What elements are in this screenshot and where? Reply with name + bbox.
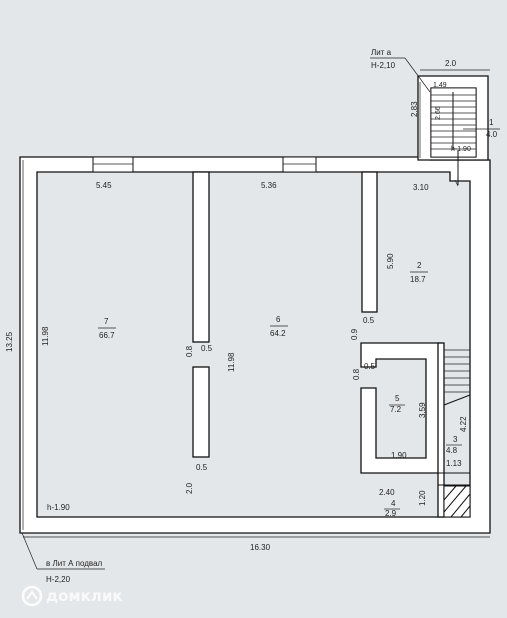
window-top-left — [92, 156, 134, 173]
room6-number: 6 — [276, 315, 281, 324]
room4-width: 2.40 — [379, 488, 395, 497]
watermark: домклик — [21, 585, 123, 607]
room5-number: 5 — [395, 394, 400, 403]
room5-area: 7.2 — [390, 405, 402, 414]
lit-a-top-label: Лит а — [371, 48, 392, 57]
dim-left-bottom-label: 2.0 — [185, 482, 194, 494]
window-top-mid — [282, 156, 317, 173]
partition-right-upper — [361, 171, 378, 313]
room4-area: 2.9 — [385, 509, 397, 518]
room5-height: 3.59 — [418, 402, 427, 418]
pier-right-end-label: 0.5 — [363, 316, 375, 325]
level-top-label: Н-2,10 — [371, 61, 396, 70]
room7-number: 7 — [104, 317, 109, 326]
dim-top-right: 3.10 — [413, 183, 429, 192]
room1-area: 4.0 — [486, 130, 498, 139]
room5-width: 1.90 — [391, 451, 407, 460]
right-core — [437, 342, 471, 518]
level-bottom-label: Н-2,20 — [46, 575, 71, 584]
room2-number: 2 — [417, 261, 422, 270]
domclick-logo-icon — [21, 585, 43, 607]
dim-top-left: 5.45 — [96, 181, 112, 190]
labels: Лит а Н-2,10 2.0 2.83 1.49 2.66 1 4.0 h-… — [5, 48, 498, 584]
dimension-lines — [21, 57, 500, 570]
partition-left-lower — [192, 366, 210, 458]
room7-height: 11.98 — [41, 326, 50, 346]
floor-height-label: h-1.90 — [47, 503, 70, 512]
pier-gap-left-label: 0.8 — [185, 345, 194, 357]
stair-height-label: h-1.90 — [451, 146, 471, 153]
basement-label: в Лит А подвал — [46, 559, 103, 568]
pier-right-gap-label: 0.9 — [350, 328, 359, 340]
room1-number: 1 — [489, 118, 494, 127]
room3-number: 3 — [453, 435, 458, 444]
room3-area: 4.8 — [446, 446, 458, 455]
room2-height: 5.90 — [386, 253, 395, 269]
watermark-text: домклик — [46, 587, 123, 605]
room5-gap-label: 0.8 — [352, 368, 361, 380]
stair-inner-len-label: 2.66 — [435, 106, 442, 120]
room3-width: 1.13 — [446, 459, 462, 468]
room2-area: 18.7 — [410, 275, 426, 284]
room4-number: 4 — [391, 499, 396, 508]
room3-height: 4.22 — [459, 416, 468, 432]
pier-bottom-left-label: 0.5 — [196, 463, 208, 472]
room6-height: 11.98 — [227, 352, 236, 372]
stair-top-width-label: 2.0 — [445, 59, 457, 68]
room4-height: 1.20 — [418, 490, 427, 506]
room6-area: 64.2 — [270, 329, 286, 338]
upper-stair — [417, 75, 489, 187]
dim-top-mid: 5.36 — [261, 181, 277, 190]
room7-area: 66.7 — [99, 331, 115, 340]
room5-top-label: 0.5 — [364, 362, 376, 371]
partition-left-upper — [192, 171, 210, 343]
stair-top-side-label: 2.83 — [410, 101, 419, 117]
outer-width-label: 16.30 — [250, 543, 271, 552]
pier-end-left-label: 0.5 — [201, 344, 213, 353]
stair-inner-width-label: 1.49 — [433, 82, 447, 89]
outer-height-label: 13.25 — [5, 331, 14, 352]
